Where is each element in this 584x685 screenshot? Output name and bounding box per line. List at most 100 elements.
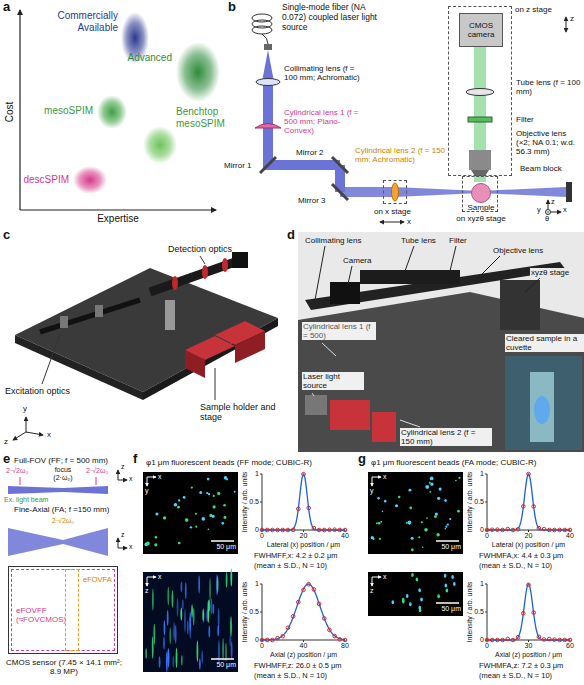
- optical-layout: [264, 44, 272, 50]
- bead-dot: [455, 480, 457, 482]
- bead-dot: [453, 582, 456, 586]
- instrument-render: [232, 252, 248, 268]
- instrument-photo: [372, 412, 396, 442]
- micrograph: [368, 472, 463, 554]
- fit-curve: [262, 584, 345, 640]
- bead-dot: [199, 491, 202, 494]
- bead-dot: [195, 513, 197, 515]
- tick-label: 40: [300, 642, 308, 650]
- bead-dot: [217, 492, 220, 495]
- data-point: [553, 638, 557, 642]
- annotation-label: xyzθ stage: [530, 268, 570, 277]
- axis-label: x: [129, 543, 133, 551]
- instrument-render: [26, 432, 43, 435]
- axis-label: x: [158, 473, 162, 481]
- data-point: [558, 638, 562, 642]
- beam-profiles: [8, 470, 127, 556]
- optical-layout: [468, 117, 492, 122]
- optical-layout: [380, 222, 404, 223]
- bead-dot: [420, 598, 423, 602]
- bead-streak: [172, 590, 174, 608]
- tick-label: 0: [260, 642, 264, 650]
- bead-dot: [408, 489, 411, 492]
- annotation-label: Tube lens: [400, 236, 437, 245]
- node-text: eFOVFF (≈FOVCMOS): [16, 606, 64, 624]
- axis-label: x: [563, 206, 567, 215]
- instrument-photo: [312, 393, 314, 396]
- data-point: [496, 638, 500, 642]
- micrograph-ground: [143, 472, 238, 554]
- bead-streak: [181, 655, 183, 665]
- instrument-render: [13, 252, 278, 440]
- bead-streak: [230, 568, 232, 586]
- bead-dot: [421, 521, 423, 523]
- data-point: [511, 528, 515, 532]
- micrograph: [143, 472, 238, 554]
- data-point: [568, 528, 572, 532]
- instrument-photo: [348, 266, 352, 284]
- bead-streak: [180, 608, 182, 621]
- bead-dot: [195, 526, 197, 528]
- cost-blob-shape: [176, 42, 220, 102]
- bead-dot: [411, 573, 414, 577]
- optical-layout: [262, 34, 268, 44]
- tick-label: 1: [255, 580, 259, 588]
- annotation-label: Camera: [342, 256, 372, 265]
- data-point: [291, 615, 295, 619]
- micrograph-ground: [368, 572, 463, 616]
- tick: [260, 584, 262, 585]
- annotation-label: focus (2·ω₀): [46, 466, 80, 482]
- axis-label: z: [121, 531, 125, 539]
- tick: [303, 640, 304, 642]
- annotation-label: (mean ± S.D., N = 10): [479, 672, 552, 681]
- node-text: CMOS sensor (7.45 × 14.1 mm²; 8.9 MP): [6, 658, 122, 676]
- tick: [260, 502, 262, 503]
- node-text: on x stage: [374, 207, 411, 216]
- data-point: [338, 638, 342, 642]
- tick-label: 0: [480, 526, 484, 534]
- tick-label: 0: [485, 532, 489, 540]
- axis-title: Intensity / arb. units: [241, 472, 249, 533]
- data-point: [542, 527, 546, 531]
- axis-label: θ: [545, 215, 549, 224]
- bead-dot: [146, 542, 150, 546]
- scale-bar: [211, 540, 234, 542]
- optical-layout: [566, 17, 567, 32]
- bead-dot: [200, 491, 203, 494]
- bead-dot: [177, 506, 180, 509]
- axis-label: x: [47, 430, 51, 439]
- node-text: Sample: [467, 203, 494, 212]
- node-text: Benchtop mesoSPIM: [176, 106, 228, 129]
- data-point: [297, 507, 301, 511]
- bead-dot: [382, 511, 384, 513]
- tick: [528, 640, 529, 642]
- data-point: [558, 528, 562, 532]
- data-point: [276, 636, 280, 640]
- data-point: [537, 635, 541, 639]
- instrument-photo: [500, 280, 540, 330]
- node-text: mesoSPIM: [44, 105, 93, 117]
- bead-streak: [187, 620, 189, 635]
- scale-bar: [436, 602, 459, 604]
- data-point: [553, 528, 557, 532]
- scale-bar: [211, 658, 234, 660]
- bead-dot: [411, 537, 414, 540]
- bead-dot: [213, 495, 215, 497]
- bead-dot: [155, 536, 157, 538]
- bead-dot: [416, 578, 419, 582]
- scale-label: 50 μm: [216, 543, 236, 551]
- bead-dot: [174, 503, 178, 507]
- bead-streak: [218, 608, 220, 630]
- bead-streak: [208, 626, 210, 638]
- bead-streak: [230, 616, 232, 637]
- bead-dot: [206, 492, 208, 494]
- data-point: [343, 528, 347, 532]
- axis-label: z: [570, 14, 574, 23]
- instrument-render: [26, 417, 27, 432]
- cost-blob: descSPIM: [73, 166, 107, 194]
- optical-layout: [340, 187, 566, 197]
- bead-dot: [426, 517, 428, 519]
- profile-plot: [485, 583, 572, 642]
- bead-streak: [152, 636, 154, 659]
- bead-dot: [418, 588, 421, 592]
